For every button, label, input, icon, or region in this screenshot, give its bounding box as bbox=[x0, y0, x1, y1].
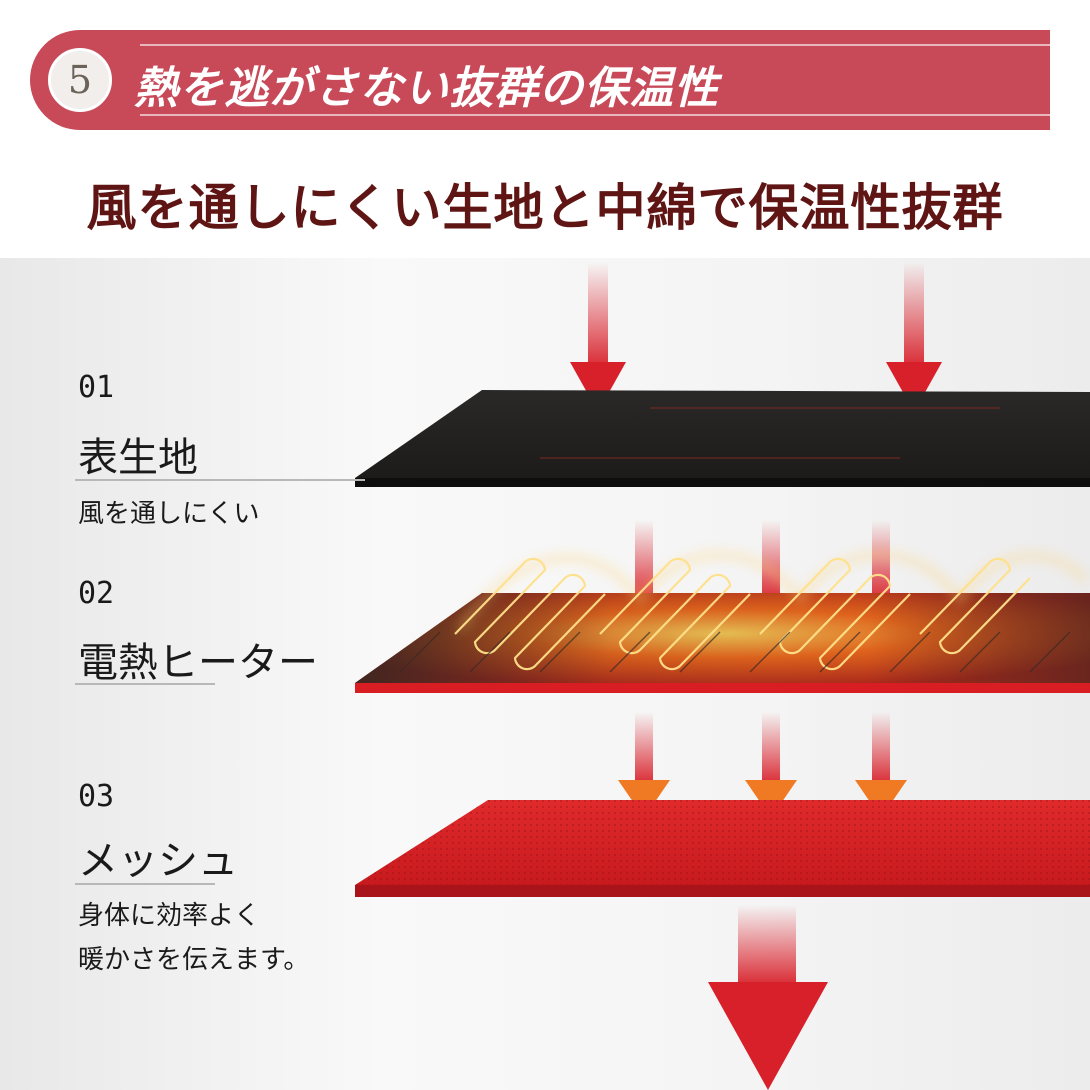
heat-arrow-icon bbox=[745, 712, 797, 818]
outer-fabric-layer bbox=[355, 390, 1090, 487]
mesh-layer bbox=[355, 800, 1090, 897]
banner-bar bbox=[80, 30, 1050, 130]
feature-banner: 5 熱を逃がさない抜群の保温性 bbox=[30, 30, 1050, 130]
banner-line-bottom bbox=[140, 114, 1050, 116]
layer-description: 風を通しにくい bbox=[78, 499, 260, 529]
banner-title: 熱を逃がさない抜群の保温性 bbox=[134, 63, 719, 114]
layer-divider bbox=[75, 883, 215, 885]
banner-line-top bbox=[140, 44, 1050, 46]
layer-name: 電熱ヒーター bbox=[78, 640, 318, 686]
feature-number: 5 bbox=[67, 58, 93, 102]
heat-arrow-icon bbox=[708, 905, 828, 1090]
layer-divider bbox=[75, 683, 215, 685]
electric-heater-layer bbox=[355, 553, 1090, 693]
layer-number: 02 bbox=[78, 576, 115, 611]
layer-number: 01 bbox=[78, 370, 115, 405]
feature-number-badge: 5 bbox=[48, 48, 112, 112]
heat-arrow-icon bbox=[886, 262, 942, 412]
layer-description: 身体に効率よく bbox=[78, 901, 261, 931]
layer-name: 表生地 bbox=[78, 435, 198, 481]
layer-name: メッシュ bbox=[78, 838, 238, 884]
heat-arrow-icon bbox=[855, 712, 907, 818]
layer-number: 03 bbox=[78, 779, 115, 814]
heater-coil bbox=[454, 557, 1031, 671]
heat-arrow-icon bbox=[570, 262, 626, 412]
headline: 風を通しにくい生地と中綿で保温性抜群 bbox=[86, 179, 1004, 237]
layer-divider bbox=[75, 479, 365, 481]
layer-description: 暖かさを伝えます。 bbox=[78, 945, 310, 975]
heat-arrow-icon bbox=[618, 712, 670, 818]
